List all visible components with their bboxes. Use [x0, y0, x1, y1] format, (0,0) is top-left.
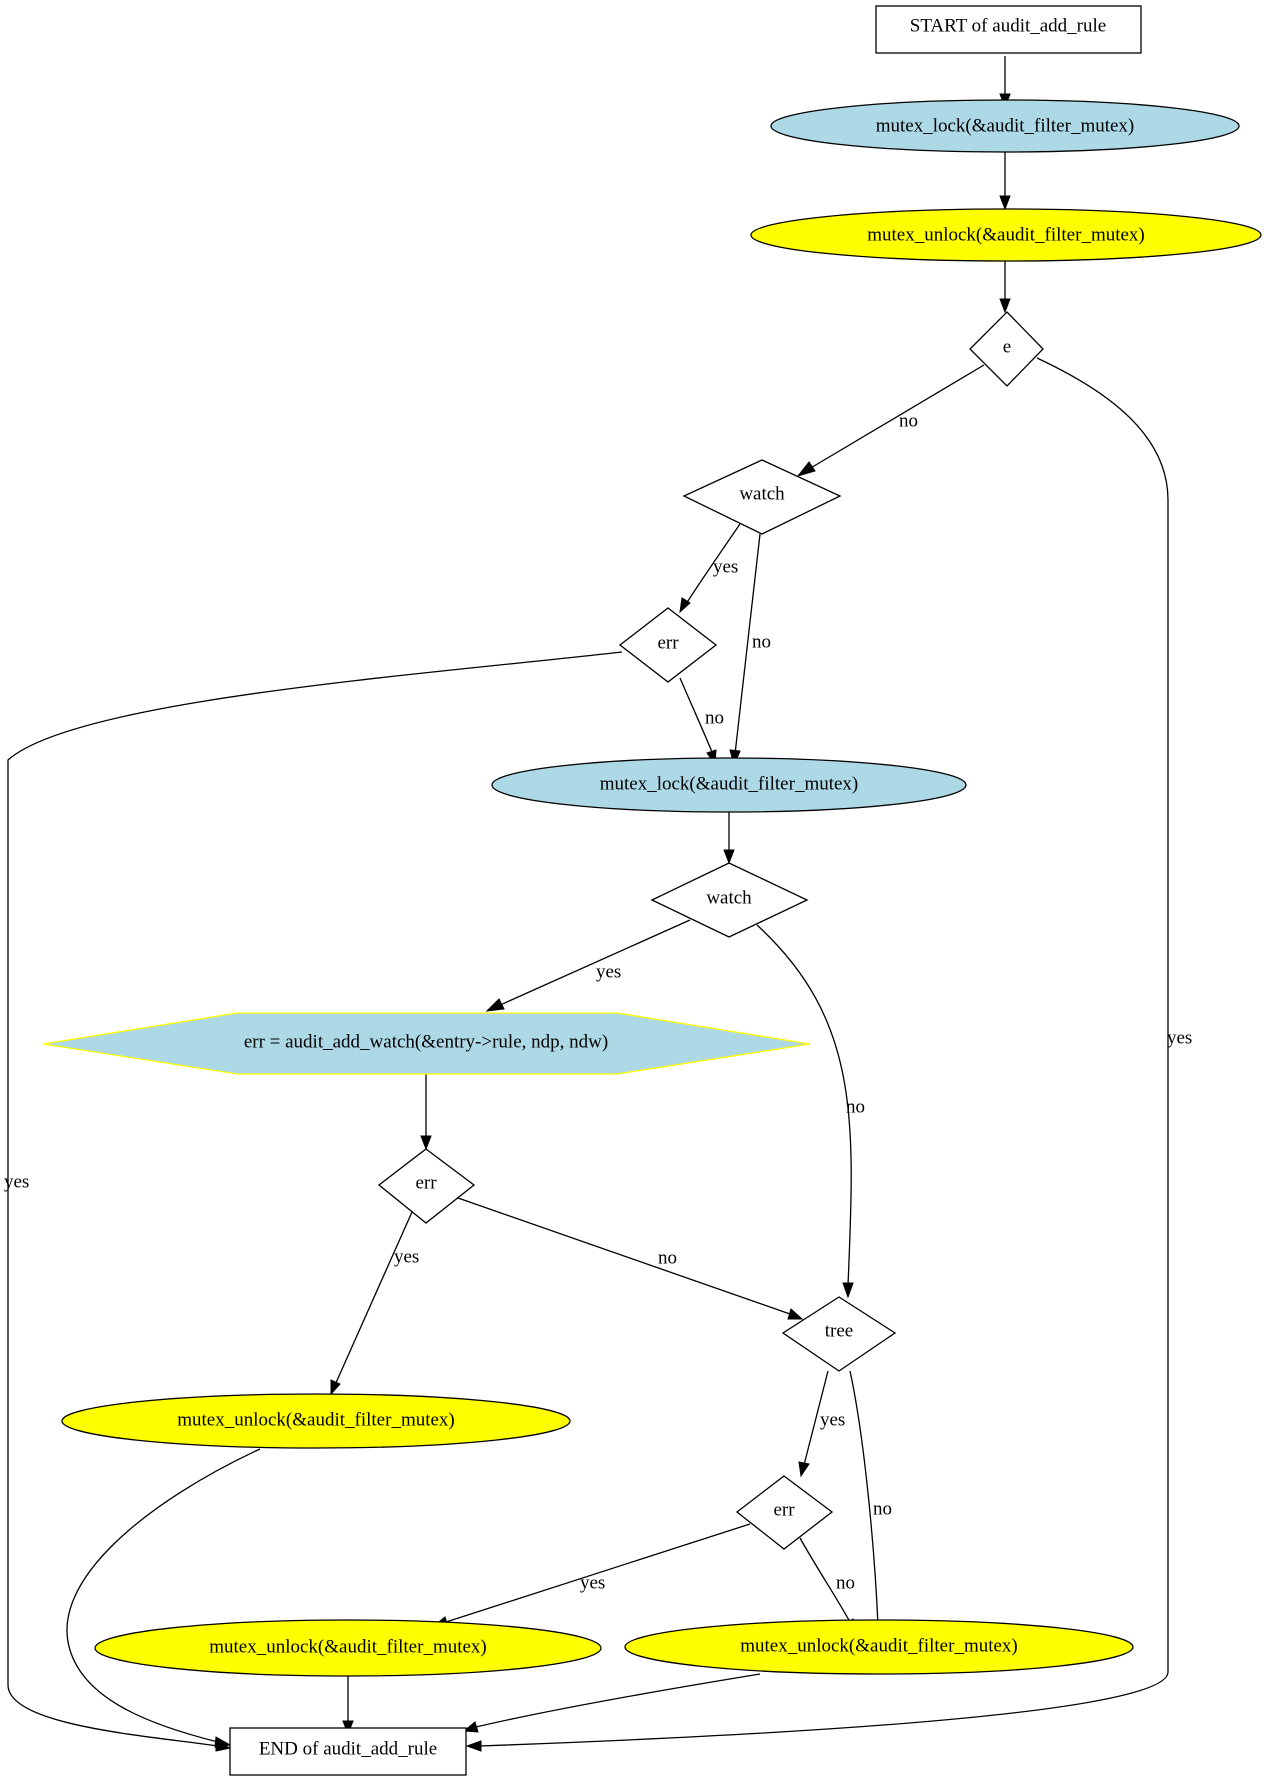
decision-tree-label: tree: [825, 1321, 853, 1342]
edge-unlock2-to-end: [66, 1448, 261, 1748]
decision-watch1-label: watch: [739, 484, 785, 505]
edge-err2-to-tree: no: [457, 1197, 804, 1320]
decision-err1-label: err: [657, 633, 679, 654]
edge-label-err2-no: no: [658, 1248, 677, 1269]
end-label: END of audit_add_rule: [259, 1739, 437, 1760]
edge-label-err3-yes: yes: [580, 1573, 605, 1594]
mutex-unlock-ellipse: [750, 208, 1262, 262]
mutex-unlock-ellipse: [94, 1619, 602, 1677]
decision-watch1-diamond: [682, 459, 842, 535]
edge-label-watch1-no: no: [752, 632, 771, 653]
edges: no yes yes no no yes: [4, 56, 1192, 1752]
edge-label-tree-yes: yes: [820, 1410, 845, 1431]
start-label: START of audit_add_rule: [910, 16, 1106, 37]
mutex-unlock-label: mutex_unlock(&audit_filter_mutex): [209, 1637, 487, 1658]
edge-label-err2-yes: yes: [394, 1247, 419, 1268]
edge-label-err3-no: no: [836, 1573, 855, 1594]
edge-err2-to-unlock2: yes: [330, 1211, 419, 1396]
edge-label-tree-no: no: [873, 1499, 892, 1520]
edge-label-e-yes: yes: [1167, 1028, 1192, 1049]
edge-unlock1-to-dec-e: [999, 261, 1011, 314]
mutex-unlock-label: mutex_unlock(&audit_filter_mutex): [177, 1410, 455, 1431]
decision-err2-label: err: [415, 1173, 437, 1194]
edge-label-watch2-no: no: [846, 1097, 865, 1118]
node-unlock1: mutex_unlock(&audit_filter_mutex): [750, 208, 1262, 262]
edge-add-watch-to-err2: [420, 1074, 432, 1151]
edge-label-watch1-yes: yes: [713, 557, 738, 578]
edge-label-err1-yes: yes: [4, 1172, 29, 1193]
node-add-watch: err = audit_add_watch(&entry->rule, ndp,…: [42, 1012, 811, 1075]
mutex-lock-ellipse: [770, 99, 1240, 153]
edge-watch1-to-err1: yes: [679, 523, 741, 614]
node-decision-err1: err: [618, 607, 718, 683]
edge-label-e-no: no: [899, 411, 918, 432]
edge-tree-to-err3: yes: [798, 1370, 845, 1478]
add-watch-label: err = audit_add_watch(&entry->rule, ndp,…: [244, 1032, 608, 1053]
node-end: END of audit_add_rule: [229, 1727, 467, 1776]
decision-err2-diamond: [377, 1148, 476, 1224]
add-watch-hexagon: [42, 1012, 811, 1075]
edge-err1-to-end: yes: [4, 651, 623, 1752]
start-box: [875, 5, 1142, 54]
decision-e-label: e: [1003, 337, 1011, 358]
node-decision-err2: err: [377, 1148, 476, 1224]
decision-watch2-label: watch: [706, 888, 752, 909]
end-box: [229, 1727, 467, 1776]
node-lock1: mutex_lock(&audit_filter_mutex): [770, 99, 1240, 153]
node-unlock2: mutex_unlock(&audit_filter_mutex): [61, 1393, 571, 1449]
edge-unlock4-to-end: [462, 1673, 761, 1733]
decision-err1-diamond: [618, 607, 718, 683]
node-decision-tree: tree: [781, 1296, 897, 1372]
edge-watch2-to-tree: no: [756, 924, 865, 1299]
decision-err3-label: err: [773, 1500, 795, 1521]
edge-tree-to-unlock4: no: [849, 1370, 892, 1640]
edge-err3-to-unlock4: no: [799, 1537, 857, 1635]
decision-err3-diamond: [735, 1475, 834, 1550]
node-unlock3: mutex_unlock(&audit_filter_mutex): [94, 1619, 602, 1677]
mutex-lock-label: mutex_lock(&audit_filter_mutex): [600, 774, 859, 795]
mutex-unlock-ellipse: [624, 1619, 1134, 1675]
decision-e-diamond: [969, 311, 1044, 387]
mutex-unlock-label: mutex_unlock(&audit_filter_mutex): [867, 225, 1145, 246]
edge-err3-to-unlock3: yes: [432, 1523, 751, 1628]
node-unlock4: mutex_unlock(&audit_filter_mutex): [624, 1619, 1134, 1675]
node-decision-watch2: watch: [650, 862, 809, 938]
node-start: START of audit_add_rule: [875, 5, 1142, 54]
edge-label-err1-no: no: [705, 708, 724, 729]
edge-lock2-to-watch2: [723, 812, 735, 865]
edge-err1-to-lock2: no: [679, 677, 724, 766]
mutex-unlock-label: mutex_unlock(&audit_filter_mutex): [740, 1636, 1018, 1657]
edge-dec-e-to-watch1: no: [796, 364, 985, 477]
node-decision-e: e: [969, 311, 1044, 387]
node-decision-err3: err: [735, 1475, 834, 1550]
edge-watch2-to-add-watch: yes: [485, 919, 691, 1012]
edge-dec-e-to-end: yes: [465, 357, 1192, 1752]
decision-watch2-diamond: [650, 862, 809, 938]
mutex-lock-ellipse: [491, 757, 967, 813]
edge-label-watch2-yes: yes: [596, 962, 621, 983]
nodes: START of audit_add_rule mutex_lock(&audi…: [42, 5, 1262, 1776]
decision-tree-diamond: [781, 1296, 897, 1372]
node-lock2: mutex_lock(&audit_filter_mutex): [491, 757, 967, 813]
edge-unlock3-to-end: [342, 1676, 354, 1736]
mutex-unlock-ellipse: [61, 1393, 571, 1449]
edge-lock1-to-unlock1: [999, 152, 1011, 211]
mutex-lock-label: mutex_lock(&audit_filter_mutex): [876, 116, 1135, 137]
node-decision-watch1: watch: [682, 459, 842, 535]
